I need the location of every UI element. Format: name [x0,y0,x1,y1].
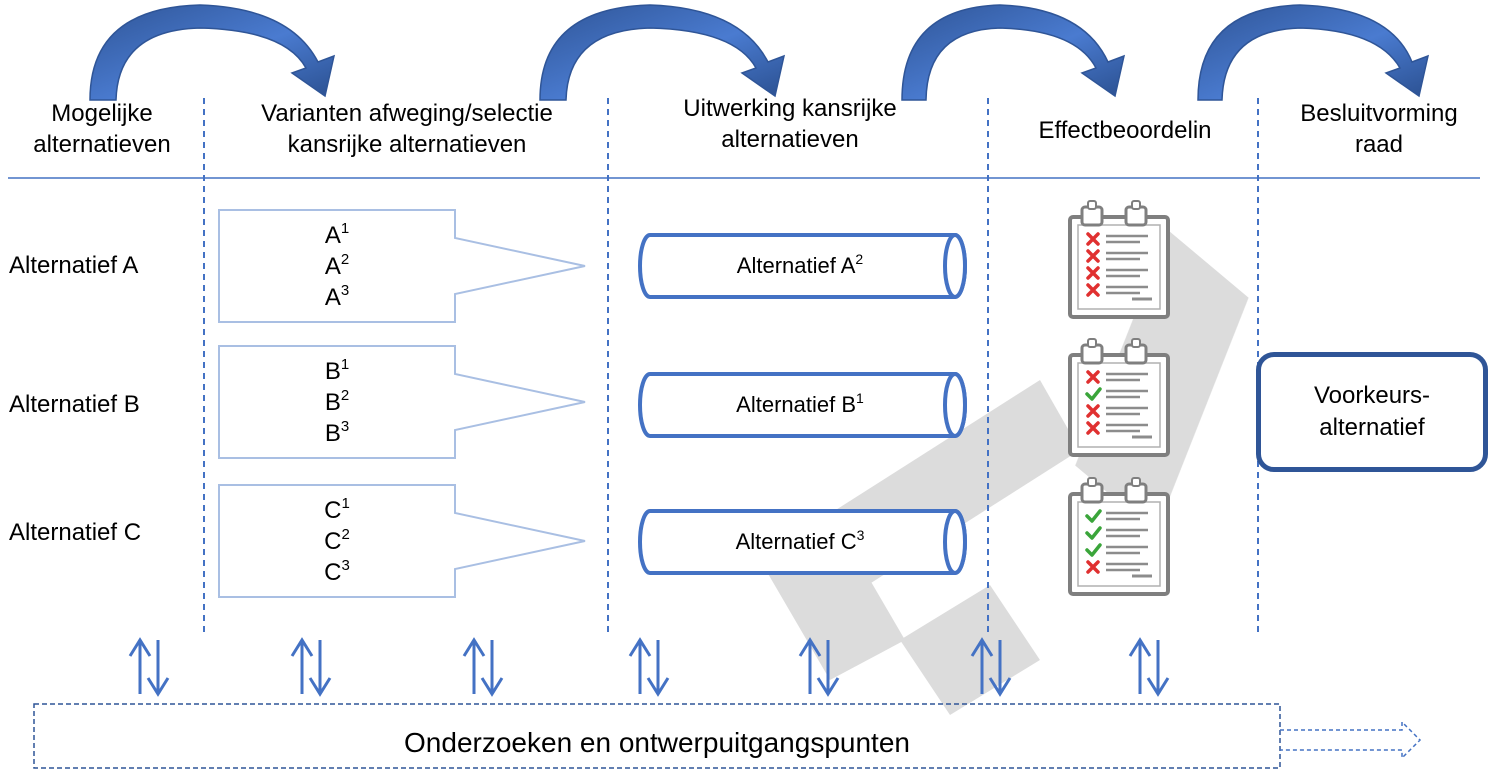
check-mark-icon [1085,509,1102,523]
variant-item: B1 [324,356,350,385]
variant-item: B2 [324,387,350,416]
phase-header-2-line2: kansrijke alternatieven [287,131,527,158]
phase-header-3-line2: alternatieven [721,126,859,153]
variant-arrow-b [218,345,586,459]
phase-header-2: Varianten afweging/selectie kansrijke al… [212,98,602,160]
process-arrow-1 [89,4,336,101]
cross-mark-icon [1086,232,1100,246]
phase-header-5: Besluitvorming raad [1262,98,1496,160]
phase-separators [203,98,1259,632]
clipboard-icon-b [1068,338,1170,457]
phase-header-4-line1: Effectbeoordelin [1038,117,1212,144]
up-down-arrow-icon [628,637,670,697]
process-arrow-2 [539,4,786,101]
cross-mark-icon [1086,560,1100,574]
phase-header-5-line1: Besluitvorming [1300,100,1458,127]
alternative-label-b: Alternatief B [9,391,140,418]
variant-list-b: B1 B2 B3 [219,356,455,449]
variant-item: C3 [324,557,350,586]
cross-mark-icon [1086,421,1100,435]
cross-mark-icon [1086,283,1100,297]
check-mark-icon [1085,543,1102,557]
clipboard-icon-a [1068,200,1170,319]
up-down-arrows [128,637,1170,697]
cylinder-c [638,509,967,575]
cylinder-b [638,372,967,438]
preferred-alternative-line2: alternatief [1319,414,1425,441]
cross-mark-icon [1086,249,1100,263]
clipboard-icon-c [1068,477,1170,596]
variant-item: C1 [324,495,350,524]
phase-header-1-line2: alternatieven [33,131,171,158]
up-down-arrow-icon [290,637,332,697]
alternative-label-c: Alternatief C [9,519,142,546]
phase-header-3: Uitwerking kansrijke alternatieven [620,93,960,155]
research-base-label: Onderzoeken en ontwerpuitgangspunten [404,727,910,758]
variant-item: A1 [324,220,350,249]
cylinder-a [638,233,967,299]
phase-header-4: Effectbeoordelin [994,115,1256,146]
up-down-arrow-icon [128,637,170,697]
variant-arrow-a [218,209,586,323]
up-down-arrow-icon [1128,637,1170,697]
preferred-alternative-line1: Voorkeurs- [1313,382,1431,409]
cross-mark-icon [1086,266,1100,280]
cross-mark-icon [1086,370,1100,384]
research-dashed-arrow [1280,720,1422,760]
selected-alternative-b: Alternatief B1 [736,390,864,417]
watermark-logo [760,230,1249,715]
check-mark-icon [1085,387,1102,401]
check-mark-icon [1085,526,1102,540]
variant-item: A3 [324,282,350,311]
variant-arrow-c [218,484,586,598]
up-down-arrow-icon [462,637,504,697]
variant-list-c: C1 C2 C3 [219,495,455,588]
phase-header-2-line1: Varianten afweging/selectie [261,100,553,127]
alternative-label-a: Alternatief A [9,252,139,279]
cross-mark-icon [1086,404,1100,418]
variant-item: C2 [324,526,350,555]
phase-header-3-line1: Uitwerking kansrijke [683,95,897,122]
research-base-box [33,703,1281,769]
process-arrow-3 [901,4,1126,101]
up-down-arrow-icon [798,637,840,697]
variant-item: A2 [324,251,350,280]
phase-header-1-line1: Mogelijke [51,100,153,127]
process-arrow-4 [1197,4,1430,101]
variant-list-a: A1 A2 A3 [219,220,455,313]
up-down-arrow-icon [970,637,1012,697]
variant-item: B3 [324,418,350,447]
preferred-alternative-box: Voorkeurs- alternatief [1256,352,1488,472]
selected-alternative-a: Alternatief A2 [736,251,864,278]
selected-alternative-c: Alternatief C3 [735,527,865,554]
phase-header-5-line2: raad [1354,131,1404,158]
phase-header-1: Mogelijke alternatieven [4,98,200,160]
